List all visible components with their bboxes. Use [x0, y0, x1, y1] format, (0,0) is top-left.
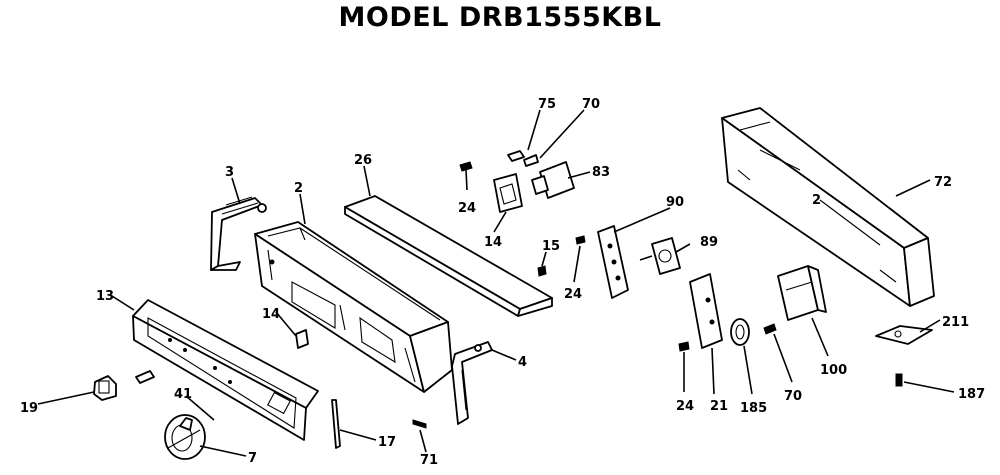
screw-187	[895, 373, 903, 387]
callout-26: 26	[354, 153, 372, 168]
ring-185	[730, 318, 750, 346]
callout-70-top: 70	[582, 97, 600, 112]
knob-clip	[135, 370, 155, 384]
callout-83: 83	[592, 165, 610, 180]
bracket-211	[875, 325, 933, 345]
callout-187: 187	[958, 387, 985, 402]
leader-lines	[37, 109, 955, 457]
callout-19: 19	[20, 401, 38, 416]
timer-89	[639, 237, 681, 275]
callout-24-middle: 24	[564, 287, 582, 302]
callout-15: 15	[542, 239, 560, 254]
callout-13: 13	[96, 289, 114, 304]
trim-strip	[344, 195, 553, 317]
screw-70-lower	[763, 323, 777, 335]
bracket-14	[493, 173, 523, 213]
callout-14-upper: 14	[484, 235, 502, 250]
front-control-panel	[132, 299, 319, 441]
end-bracket-right	[451, 341, 493, 425]
callout-24-lower: 24	[676, 399, 694, 414]
callout-70-lower: 70	[784, 389, 802, 404]
callout-2-backsplash: 2	[812, 193, 821, 208]
selector-knob	[164, 414, 206, 460]
callout-185: 185	[740, 401, 767, 416]
screw-71	[412, 419, 427, 429]
screw-15	[537, 265, 547, 277]
callout-3: 3	[225, 165, 234, 180]
circuit-board-90	[597, 225, 629, 299]
callout-100: 100	[820, 363, 847, 378]
rod	[331, 399, 341, 449]
callout-75: 75	[538, 97, 556, 112]
callout-2: 2	[294, 181, 303, 196]
transformer-100	[777, 265, 827, 321]
callout-17: 17	[378, 435, 396, 450]
callout-21: 21	[710, 399, 728, 414]
callout-4: 4	[518, 355, 527, 370]
callout-89: 89	[700, 235, 718, 250]
backsplash	[721, 107, 935, 307]
callout-24-top: 24	[458, 201, 476, 216]
callout-labels: 3 2 26 24 14 75 70 83 15 24 90 89 72 13 …	[20, 97, 985, 468]
screw-24-lower	[678, 341, 690, 352]
switch-assembly	[507, 150, 575, 199]
callout-7: 7	[248, 451, 257, 466]
knob-19	[93, 375, 117, 401]
callout-211: 211	[942, 315, 969, 330]
clip-lower	[295, 329, 309, 349]
control-panel-housing	[254, 221, 453, 393]
callout-41: 41	[174, 387, 192, 402]
callout-72: 72	[934, 175, 952, 190]
callout-90: 90	[666, 195, 684, 210]
screw-24-top	[459, 161, 473, 191]
callout-14-lower: 14	[262, 307, 280, 322]
end-bracket-left	[210, 196, 267, 271]
diagram-title: MODEL DRB1555KBL	[338, 2, 662, 33]
callout-71: 71	[420, 453, 438, 468]
screw-24-middle	[575, 235, 586, 245]
mounting-plate	[689, 273, 723, 349]
